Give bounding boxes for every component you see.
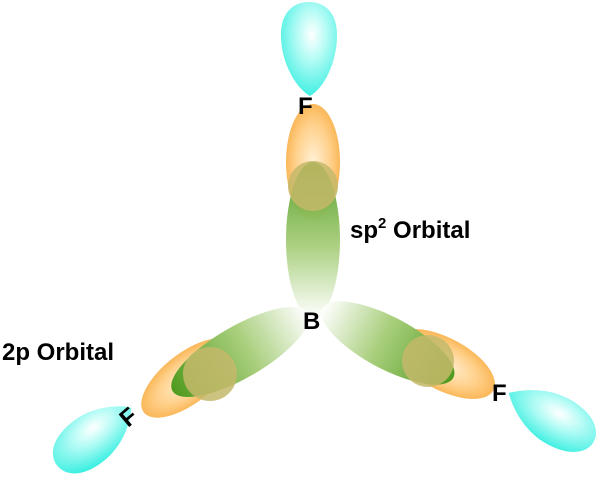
right-2p-lobe <box>508 390 597 452</box>
atom-label-top-f: F <box>298 93 313 120</box>
right-arm <box>321 301 597 452</box>
atom-label-center-b: B <box>303 308 320 335</box>
left-arm <box>53 306 309 474</box>
2p-orbital-label: 2p Orbital <box>2 339 114 366</box>
sp2-orbital-label: sp2 Orbital <box>350 215 470 244</box>
top-2p-lobe <box>280 2 338 96</box>
right-overlap <box>402 335 454 387</box>
left-2p-lobe <box>53 406 132 474</box>
left-overlap <box>183 347 237 401</box>
top-arm <box>280 2 340 318</box>
sp2-label-base: sp <box>350 217 378 244</box>
sp2-label-superscript: 2 <box>378 215 386 232</box>
atom-label-right-f: F <box>492 380 507 407</box>
top-overlap <box>288 161 338 211</box>
sp2-label-rest: Orbital <box>386 217 470 244</box>
